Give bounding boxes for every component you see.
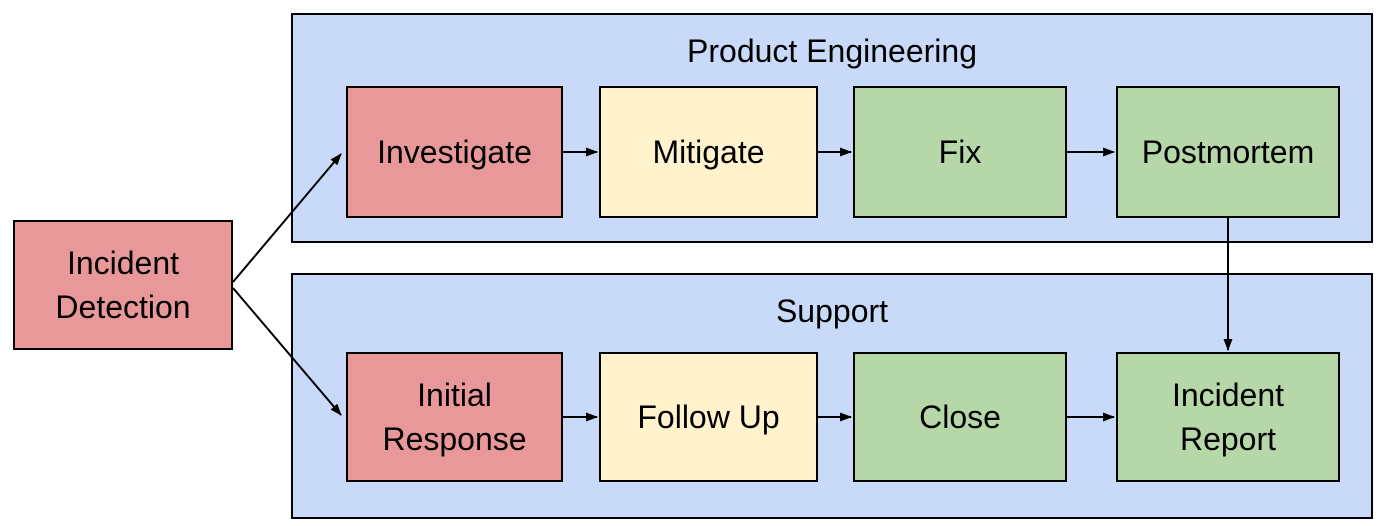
group-support-title: Support [775,293,889,329]
node-incident-report: Incident Report [1116,352,1340,482]
node-incident-detection: Incident Detection [13,220,233,350]
node-fix: Fix [853,86,1067,218]
node-close: Close [853,352,1067,482]
node-postmortem: Postmortem [1116,86,1340,218]
node-follow-up: Follow Up [599,352,818,482]
group-product-engineering-title: Product Engineering [687,33,977,69]
node-investigate: Investigate [346,86,563,218]
node-initial-response: Initial Response [346,352,563,482]
node-mitigate: Mitigate [599,86,818,218]
